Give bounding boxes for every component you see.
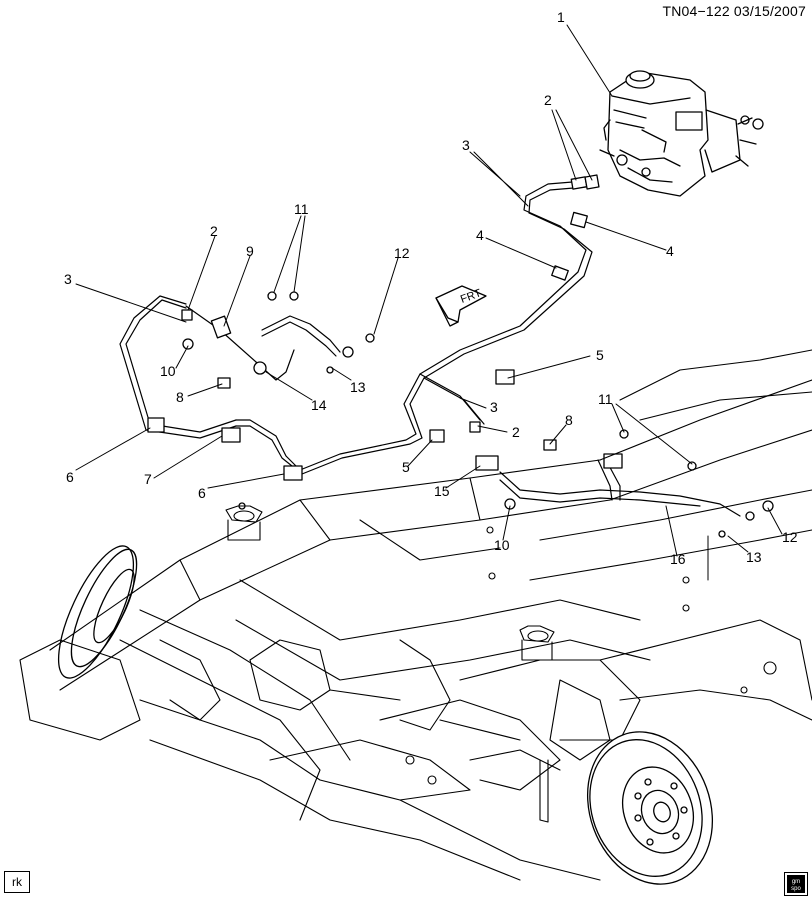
callout-7: 7 (144, 471, 152, 487)
callout-13: 13 (746, 549, 762, 565)
callout-1: 1 (557, 9, 565, 25)
fittings (147, 174, 774, 538)
callout-16: 16 (670, 551, 686, 567)
callout-2: 2 (544, 92, 552, 108)
callout-11: 11 (598, 391, 613, 407)
callout-3: 3 (490, 399, 498, 415)
front-direction-arrow (435, 285, 487, 327)
callout-12: 12 (782, 529, 798, 545)
callout-3: 3 (64, 271, 72, 287)
callout-5: 5 (402, 459, 410, 475)
callout-11: 11 (294, 201, 309, 217)
gm-spo-logo: gm spo (784, 872, 808, 896)
callout-10: 10 (160, 363, 176, 379)
illustrator-initials: rk (4, 871, 30, 893)
callout-10: 10 (494, 537, 510, 553)
brake-modulator-assembly (599, 70, 764, 197)
callout-9: 9 (246, 243, 254, 259)
left-brake-rotor (57, 545, 138, 679)
callout-4: 4 (476, 227, 484, 243)
callout-13: 13 (350, 379, 366, 395)
callout-15: 15 (434, 483, 450, 499)
callout-12: 12 (394, 245, 410, 261)
right-brake-rotor (586, 731, 714, 885)
brake-pipe-upper (119, 179, 598, 475)
callout-2: 2 (210, 223, 218, 239)
svg-text:spo: spo (791, 886, 801, 892)
callout-8: 8 (565, 412, 573, 428)
callout-14: 14 (311, 397, 327, 413)
callout-labels: 1 2 3 4 4 11 2 9 12 3 5 10 13 8 14 3 11 … (64, 9, 798, 567)
brake-pipe-rear-hose (499, 459, 741, 517)
drawing-code-date: TN04−122 03/15/2007 (662, 3, 806, 19)
callout-4: 4 (666, 243, 674, 259)
brake-pipe-front-left (255, 315, 341, 381)
callout-6: 6 (66, 469, 74, 485)
callout-6: 6 (198, 485, 206, 501)
svg-text:gm: gm (792, 879, 800, 885)
callout-3: 3 (462, 137, 470, 153)
callout-2: 2 (512, 424, 520, 440)
chassis-frame (19, 349, 812, 881)
callout-5: 5 (596, 347, 604, 363)
callout-8: 8 (176, 389, 184, 405)
leader-lines (75, 24, 783, 581)
